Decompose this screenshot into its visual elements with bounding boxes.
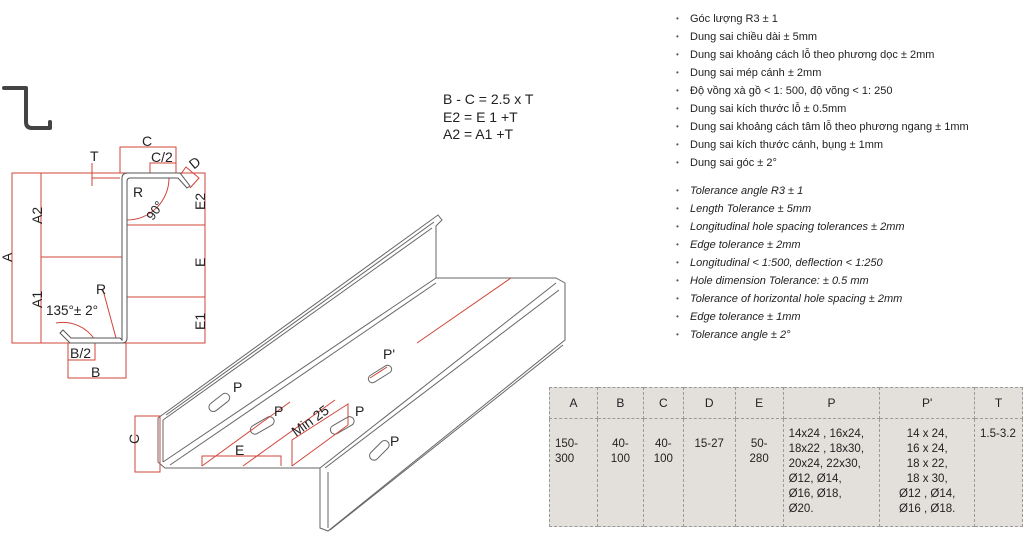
list-item: Length Tolerance ± 5mm bbox=[676, 200, 905, 218]
list-item: Góc lượng R3 ± 1 bbox=[676, 10, 969, 28]
label-C-half: C/2 bbox=[151, 149, 173, 165]
cell-B: 40- 100 bbox=[596, 418, 644, 527]
label-P4: P bbox=[390, 433, 399, 449]
header-E: E bbox=[734, 387, 784, 419]
z-profile-icon bbox=[2, 86, 52, 130]
label-A1: A1 bbox=[29, 291, 45, 308]
formula-b-c: B - C = 2.5 x T bbox=[443, 91, 534, 107]
list-item: Độ vồng xà gồ < 1: 500, độ võng < 1: 250 bbox=[676, 82, 969, 100]
table-row: 150- 300 40- 100 40- 100 15-27 50- 280 1… bbox=[549, 418, 1023, 527]
list-item: Edge tolerance ± 2mm bbox=[676, 236, 905, 254]
isometric-purlin bbox=[157, 214, 566, 532]
label-R-bottom: R bbox=[96, 281, 106, 297]
cell-T: 1.5-3.2 bbox=[974, 418, 1023, 527]
list-item: Tolerance angle ± 2° bbox=[676, 326, 905, 344]
label-C-iso: C bbox=[126, 434, 142, 444]
label-angle-90: 90° bbox=[143, 198, 167, 223]
label-B: B bbox=[91, 364, 100, 380]
list-item: Dung sai khoảng cách lỗ theo phương dọc … bbox=[676, 46, 969, 64]
list-item: Dung sai kích thước lỗ ± 0.5mm bbox=[676, 100, 969, 118]
cell-A: 150- 300 bbox=[549, 418, 598, 527]
label-P1: P bbox=[233, 379, 242, 395]
list-item: Longitudinal hole spacing tolerances ± 2… bbox=[676, 218, 905, 236]
header-C: C bbox=[642, 387, 684, 419]
table-header-row: A B C D E P P' T bbox=[549, 387, 1023, 419]
list-item: Hole dimension Tolerance: ± 0.5 mm bbox=[676, 272, 905, 290]
formula-e2: E2 = E 1 +T bbox=[443, 108, 518, 125]
header-D: D bbox=[682, 387, 736, 419]
label-E: E bbox=[192, 258, 208, 267]
isometric-dimensions bbox=[134, 277, 512, 473]
list-item: Dung sai kích thước cánh, bụng ± 1mm bbox=[676, 136, 969, 154]
spec-table: A B C D E P P' T 150- 300 40- 100 40- 10… bbox=[549, 387, 1023, 527]
list-item: Dung sai mép cánh ± 2mm bbox=[676, 64, 969, 82]
label-angle-135: 135°± 2° bbox=[46, 303, 98, 318]
cell-C: 40- 100 bbox=[642, 418, 684, 527]
header-P-prime: P' bbox=[879, 387, 976, 419]
list-item: Tolerance of horizontal hole spacing ± 2… bbox=[676, 290, 905, 308]
label-E1: E1 bbox=[192, 313, 208, 330]
tolerance-list-vietnamese: Góc lượng R3 ± 1 Dung sai chiều dài ± 5m… bbox=[676, 10, 969, 172]
list-item: Tolerance angle R3 ± 1 bbox=[676, 182, 905, 200]
cross-section-labels: C C/2 T D R 90° A A2 A1 E2 E E1 R 135°± … bbox=[0, 133, 208, 380]
cell-E: 50- 280 bbox=[734, 418, 784, 527]
label-C: C bbox=[142, 133, 152, 149]
label-P2: P bbox=[274, 403, 283, 419]
cell-D: 15-27 bbox=[682, 418, 736, 527]
list-item: Longitudinal < 1:500, deflection < 1:250 bbox=[676, 254, 905, 272]
cell-P-prime: 14 x 24, 16 x 24, 18 x 22, 18 x 30, Ø12 … bbox=[879, 418, 976, 527]
header-B: B bbox=[596, 387, 644, 419]
list-item: Dung sai khoảng cách tâm lỗ theo phương … bbox=[676, 118, 969, 136]
list-item: Dung sai góc ± 2° bbox=[676, 154, 969, 172]
header-A: A bbox=[549, 387, 598, 419]
label-E-iso: E bbox=[235, 442, 244, 458]
header-P: P bbox=[782, 387, 881, 419]
header-T: T bbox=[974, 387, 1023, 419]
label-B-half: B/2 bbox=[70, 345, 91, 361]
list-item: Dung sai chiều dài ± 5mm bbox=[676, 28, 969, 46]
label-A: A bbox=[0, 252, 15, 262]
label-T: T bbox=[90, 148, 99, 164]
cross-section bbox=[11, 146, 206, 379]
label-R-top: R bbox=[133, 184, 143, 200]
cell-P: 14x24 , 16x24, 18x22 , 18x30, 20x24, 22x… bbox=[782, 418, 881, 527]
list-item: Edge tolerance ± 1mm bbox=[676, 308, 905, 326]
label-P3: P bbox=[355, 403, 364, 419]
formula-a2: A2 = A1 +T bbox=[443, 126, 514, 142]
slotted-holes bbox=[208, 364, 393, 461]
formulas: B - C = 2.5 x T E2 = E 1 +T A2 = A1 +T bbox=[443, 91, 533, 144]
label-A2: A2 bbox=[29, 207, 45, 224]
label-E2: E2 bbox=[192, 193, 208, 210]
tolerance-list-english: Tolerance angle R3 ± 1 Length Tolerance … bbox=[676, 182, 905, 344]
label-P-prime: P' bbox=[383, 346, 395, 362]
